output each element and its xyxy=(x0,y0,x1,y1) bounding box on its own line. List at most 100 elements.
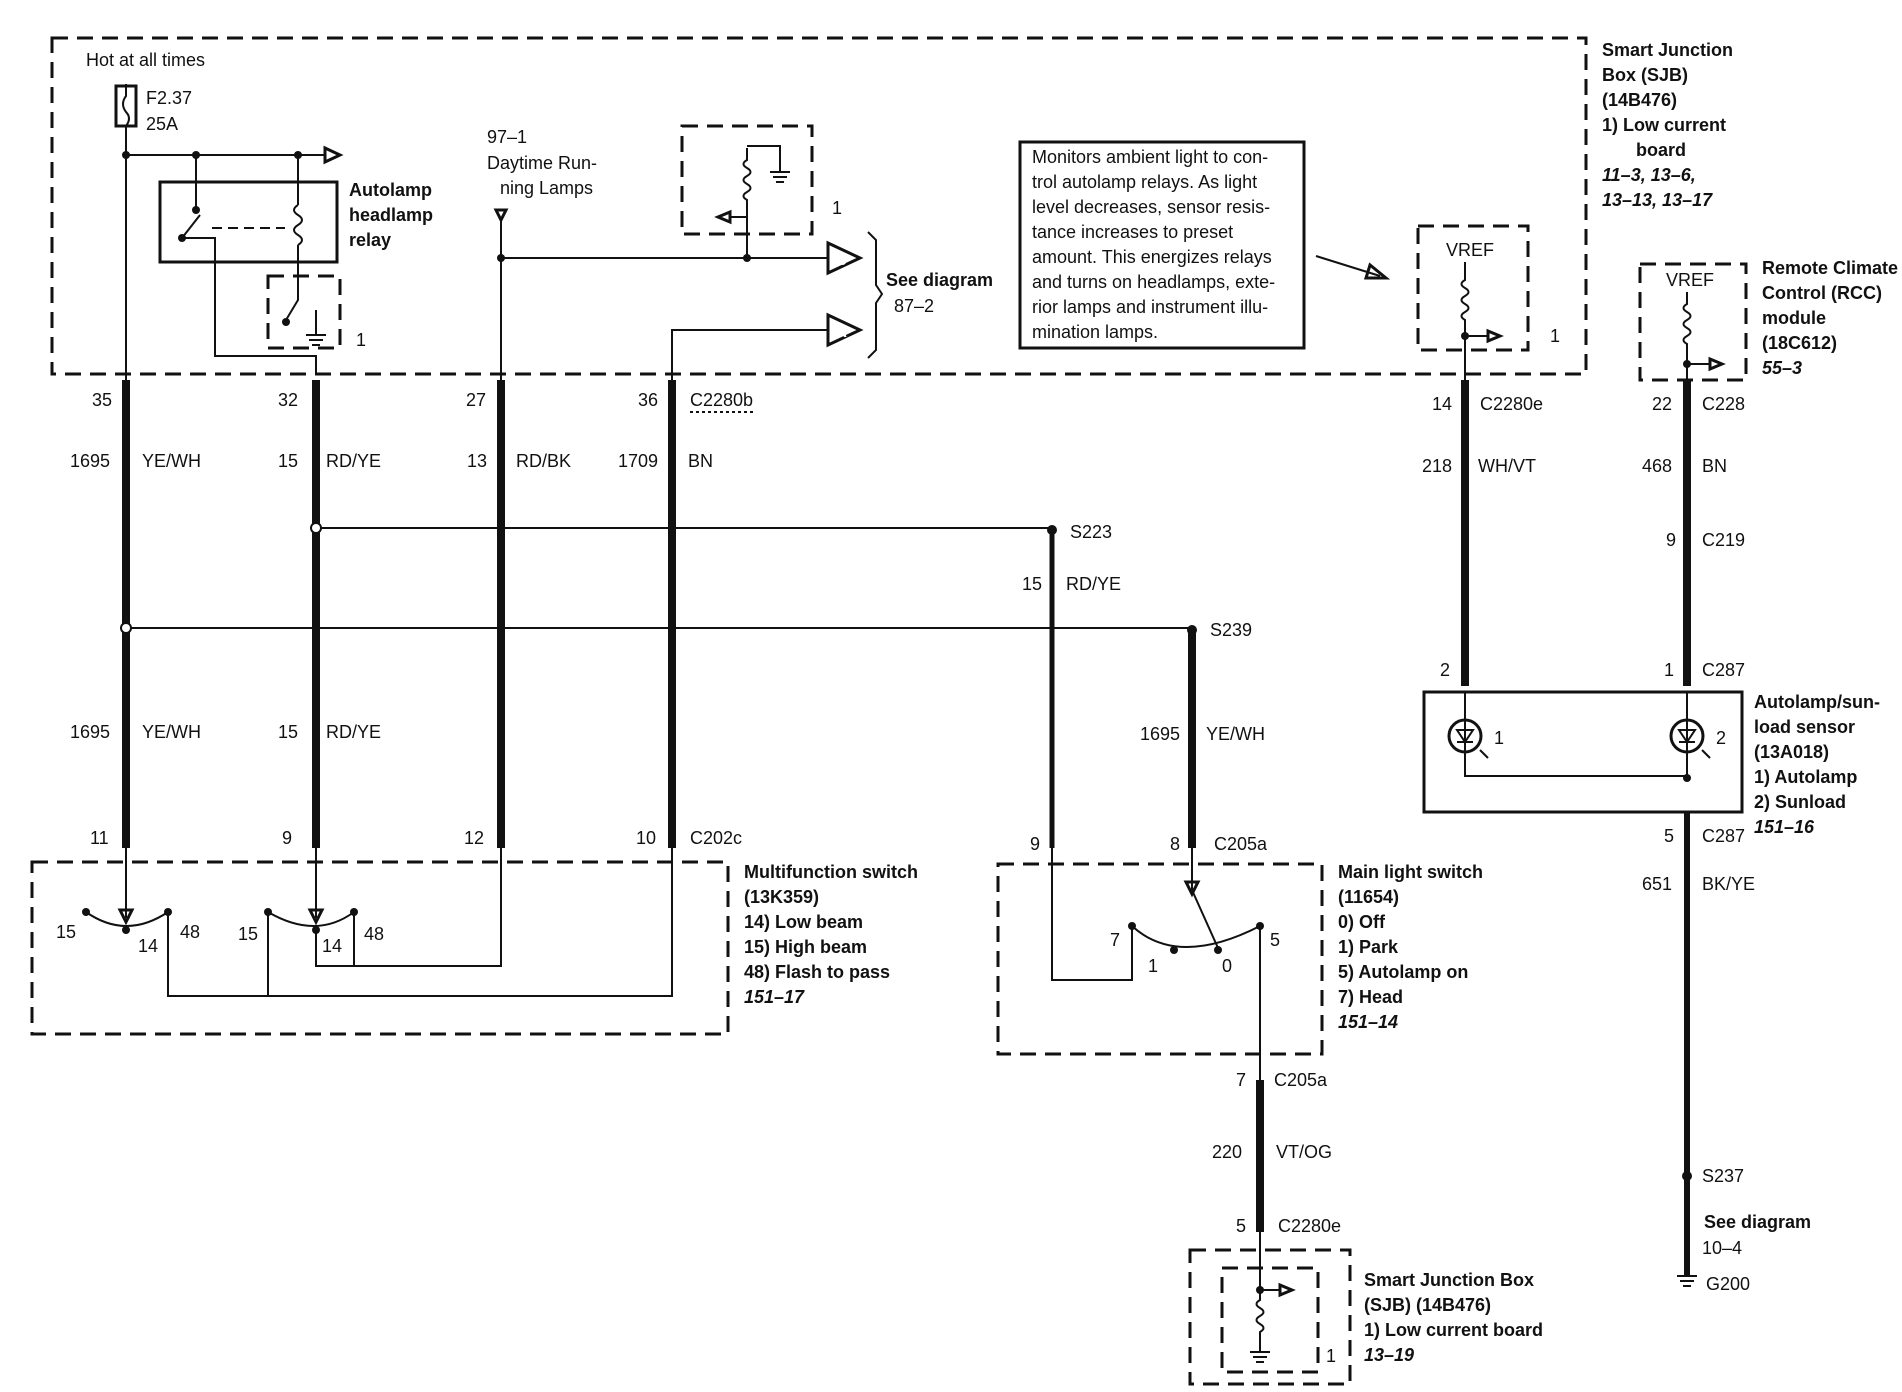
sjb-title-1: Smart Junction xyxy=(1602,40,1733,60)
connector-b-label: B xyxy=(834,249,847,269)
pin-36: 36 xyxy=(638,390,658,410)
circuit-15: 15 xyxy=(278,451,298,471)
mfs-a-pin-48: 48 xyxy=(180,922,200,942)
relay-sub-switch-icon xyxy=(282,290,326,346)
pin-10: 10 xyxy=(636,828,656,848)
sjb-top-module: Hot at all times F2.37 25A Autolamp head… xyxy=(50,36,1733,380)
color-wh-vt: WH/VT xyxy=(1478,456,1536,476)
ground-g200: G200 xyxy=(1706,1274,1750,1294)
color-ye-wh-low: YE/WH xyxy=(142,722,201,742)
mls-out-conn: C205a xyxy=(1274,1070,1328,1090)
vref-label: VREF xyxy=(1446,240,1494,260)
s223-color: RD/YE xyxy=(1066,574,1121,594)
rcc-resistor-icon xyxy=(1682,292,1726,380)
mls-pin-1: 1 xyxy=(1148,956,1158,976)
pin-12: 12 xyxy=(464,828,484,848)
mfs-b-pin-15: 15 xyxy=(238,924,258,944)
mfs-b-pin-48: 48 xyxy=(364,924,384,944)
mini-module-resistor-icon xyxy=(714,145,790,258)
drl-label-2: ning Lamps xyxy=(500,178,593,198)
pin-2-c287: 2 xyxy=(1440,660,1450,680)
note-line: mination lamps. xyxy=(1032,322,1158,342)
fuse-id: F2.37 xyxy=(146,88,192,108)
sjb-bottom-title-3: 1) Low current board xyxy=(1364,1320,1543,1340)
s239-circuit: 1695 xyxy=(1140,724,1180,744)
connector-c2280e: C2280e xyxy=(1480,394,1543,414)
mls-pin-7: 7 xyxy=(1110,930,1120,950)
vref-pin: 1 xyxy=(1550,326,1560,346)
sensor-title-4: 1) Autolamp xyxy=(1754,767,1857,787)
color-rd-ye-low: RD/YE xyxy=(326,722,381,742)
bus-arrow-icon xyxy=(323,145,344,165)
sensor-title-2: load sensor xyxy=(1754,717,1855,737)
sjb-title-5: board xyxy=(1636,140,1686,160)
vref-module-box xyxy=(1416,224,1530,352)
connector-c287: C287 xyxy=(1702,660,1745,680)
sjb-bottom-module: 1 Smart Junction Box (SJB) (14B476) 1) L… xyxy=(1188,1232,1543,1386)
circuit-651: 651 xyxy=(1642,874,1672,894)
splice-s223: S223 xyxy=(1070,522,1112,542)
sensor-title-5: 2) Sunload xyxy=(1754,792,1846,812)
note-line: Monitors ambient light to con- xyxy=(1032,147,1268,167)
mls-pin-5: 5 xyxy=(1270,930,1280,950)
mfs-a-pin-14: 14 xyxy=(138,936,158,956)
pin-9: 9 xyxy=(282,828,292,848)
mfs-ref: 151–17 xyxy=(744,987,805,1007)
multifunction-switch: 15 14 48 15 14 48 Multifunction switch (… xyxy=(30,848,918,1036)
sensor-pin-2: 2 xyxy=(1716,728,1726,748)
note-line: rior lamps and instrument illu- xyxy=(1032,297,1268,317)
circuit-13: 13 xyxy=(467,451,487,471)
pin-5-c287: 5 xyxy=(1664,826,1674,846)
s223-circuit: 15 xyxy=(1022,574,1042,594)
mls-ref: 151–14 xyxy=(1338,1012,1398,1032)
drl-ref: 97–1 xyxy=(487,127,527,147)
switch-a-arc-icon xyxy=(85,911,169,927)
right-circuit: VREF Remote Climate Control (RCC) module… xyxy=(1422,258,1898,1294)
color-bn: BN xyxy=(688,451,713,471)
ground-icon xyxy=(1677,1275,1697,1287)
fuse-icon xyxy=(114,84,138,130)
relay-label-3: relay xyxy=(349,230,391,250)
pin-1-c287: 1 xyxy=(1664,660,1674,680)
photodiode-1-icon xyxy=(1447,692,1687,777)
note-line: tance increases to preset xyxy=(1032,222,1233,242)
mfs-title-4: 15) High beam xyxy=(744,937,867,957)
connector-c287-b: C287 xyxy=(1702,826,1745,846)
rcc-title-2: Control (RCC) xyxy=(1762,283,1882,303)
main-harness: C2280b 35 32 27 36 1695 YE/WH 15 RD/YE 1… xyxy=(70,380,1268,854)
rcc-title-4: (18C612) xyxy=(1762,333,1837,353)
connector-c2280b: C2280b xyxy=(690,390,753,410)
sjb-bottom-resistor-icon xyxy=(1250,1232,1296,1363)
pin-32: 32 xyxy=(278,390,298,410)
mfs-title-5: 48) Flash to pass xyxy=(744,962,890,982)
main-light-switch-box xyxy=(996,862,1324,1056)
circuit-1695-low: 1695 xyxy=(70,722,110,742)
circuit-1695: 1695 xyxy=(70,451,110,471)
sjb-bottom-conn: C2280e xyxy=(1278,1216,1341,1236)
sjb-bottom-title-2: (SJB) (14B476) xyxy=(1364,1295,1491,1315)
sensor-ref: 151–16 xyxy=(1754,817,1815,837)
sensor-title-1: Autolamp/sun- xyxy=(1754,692,1880,712)
mls-title-2: (11654) xyxy=(1338,887,1399,907)
relay-label-1: Autolamp xyxy=(349,180,432,200)
rcc-title-1: Remote Climate xyxy=(1762,258,1898,278)
mfs-a-pin-15: 15 xyxy=(56,922,76,942)
mfs-title-1: Multifunction switch xyxy=(744,862,918,882)
note-line: level decreases, sensor resis- xyxy=(1032,197,1270,217)
color-rd-bk: RD/BK xyxy=(516,451,571,471)
connector-c202c: C202c xyxy=(690,828,742,848)
sjb-refs-2: 13–13, 13–17 xyxy=(1602,190,1713,210)
connector-c205a: C205a xyxy=(1214,834,1268,854)
main-light-switch: 7 1 0 5 Main light switch (11654) 0) Off… xyxy=(996,848,1483,1236)
pin-8-c205a: 8 xyxy=(1170,834,1180,854)
mls-title-1: Main light switch xyxy=(1338,862,1483,882)
circuit-15-low: 15 xyxy=(278,722,298,742)
sjb-top-outline xyxy=(50,36,1588,376)
autolamp-relay-box xyxy=(158,180,339,264)
color-rd-ye: RD/YE xyxy=(326,451,381,471)
sjb-title-2: Box (SJB) xyxy=(1602,65,1688,85)
sjb-bottom-ref: 13–19 xyxy=(1364,1345,1414,1365)
mls-color: VT/OG xyxy=(1276,1142,1332,1162)
connector-a-icon xyxy=(826,312,864,348)
see-diagram-s237-ref: 10–4 xyxy=(1702,1238,1742,1258)
